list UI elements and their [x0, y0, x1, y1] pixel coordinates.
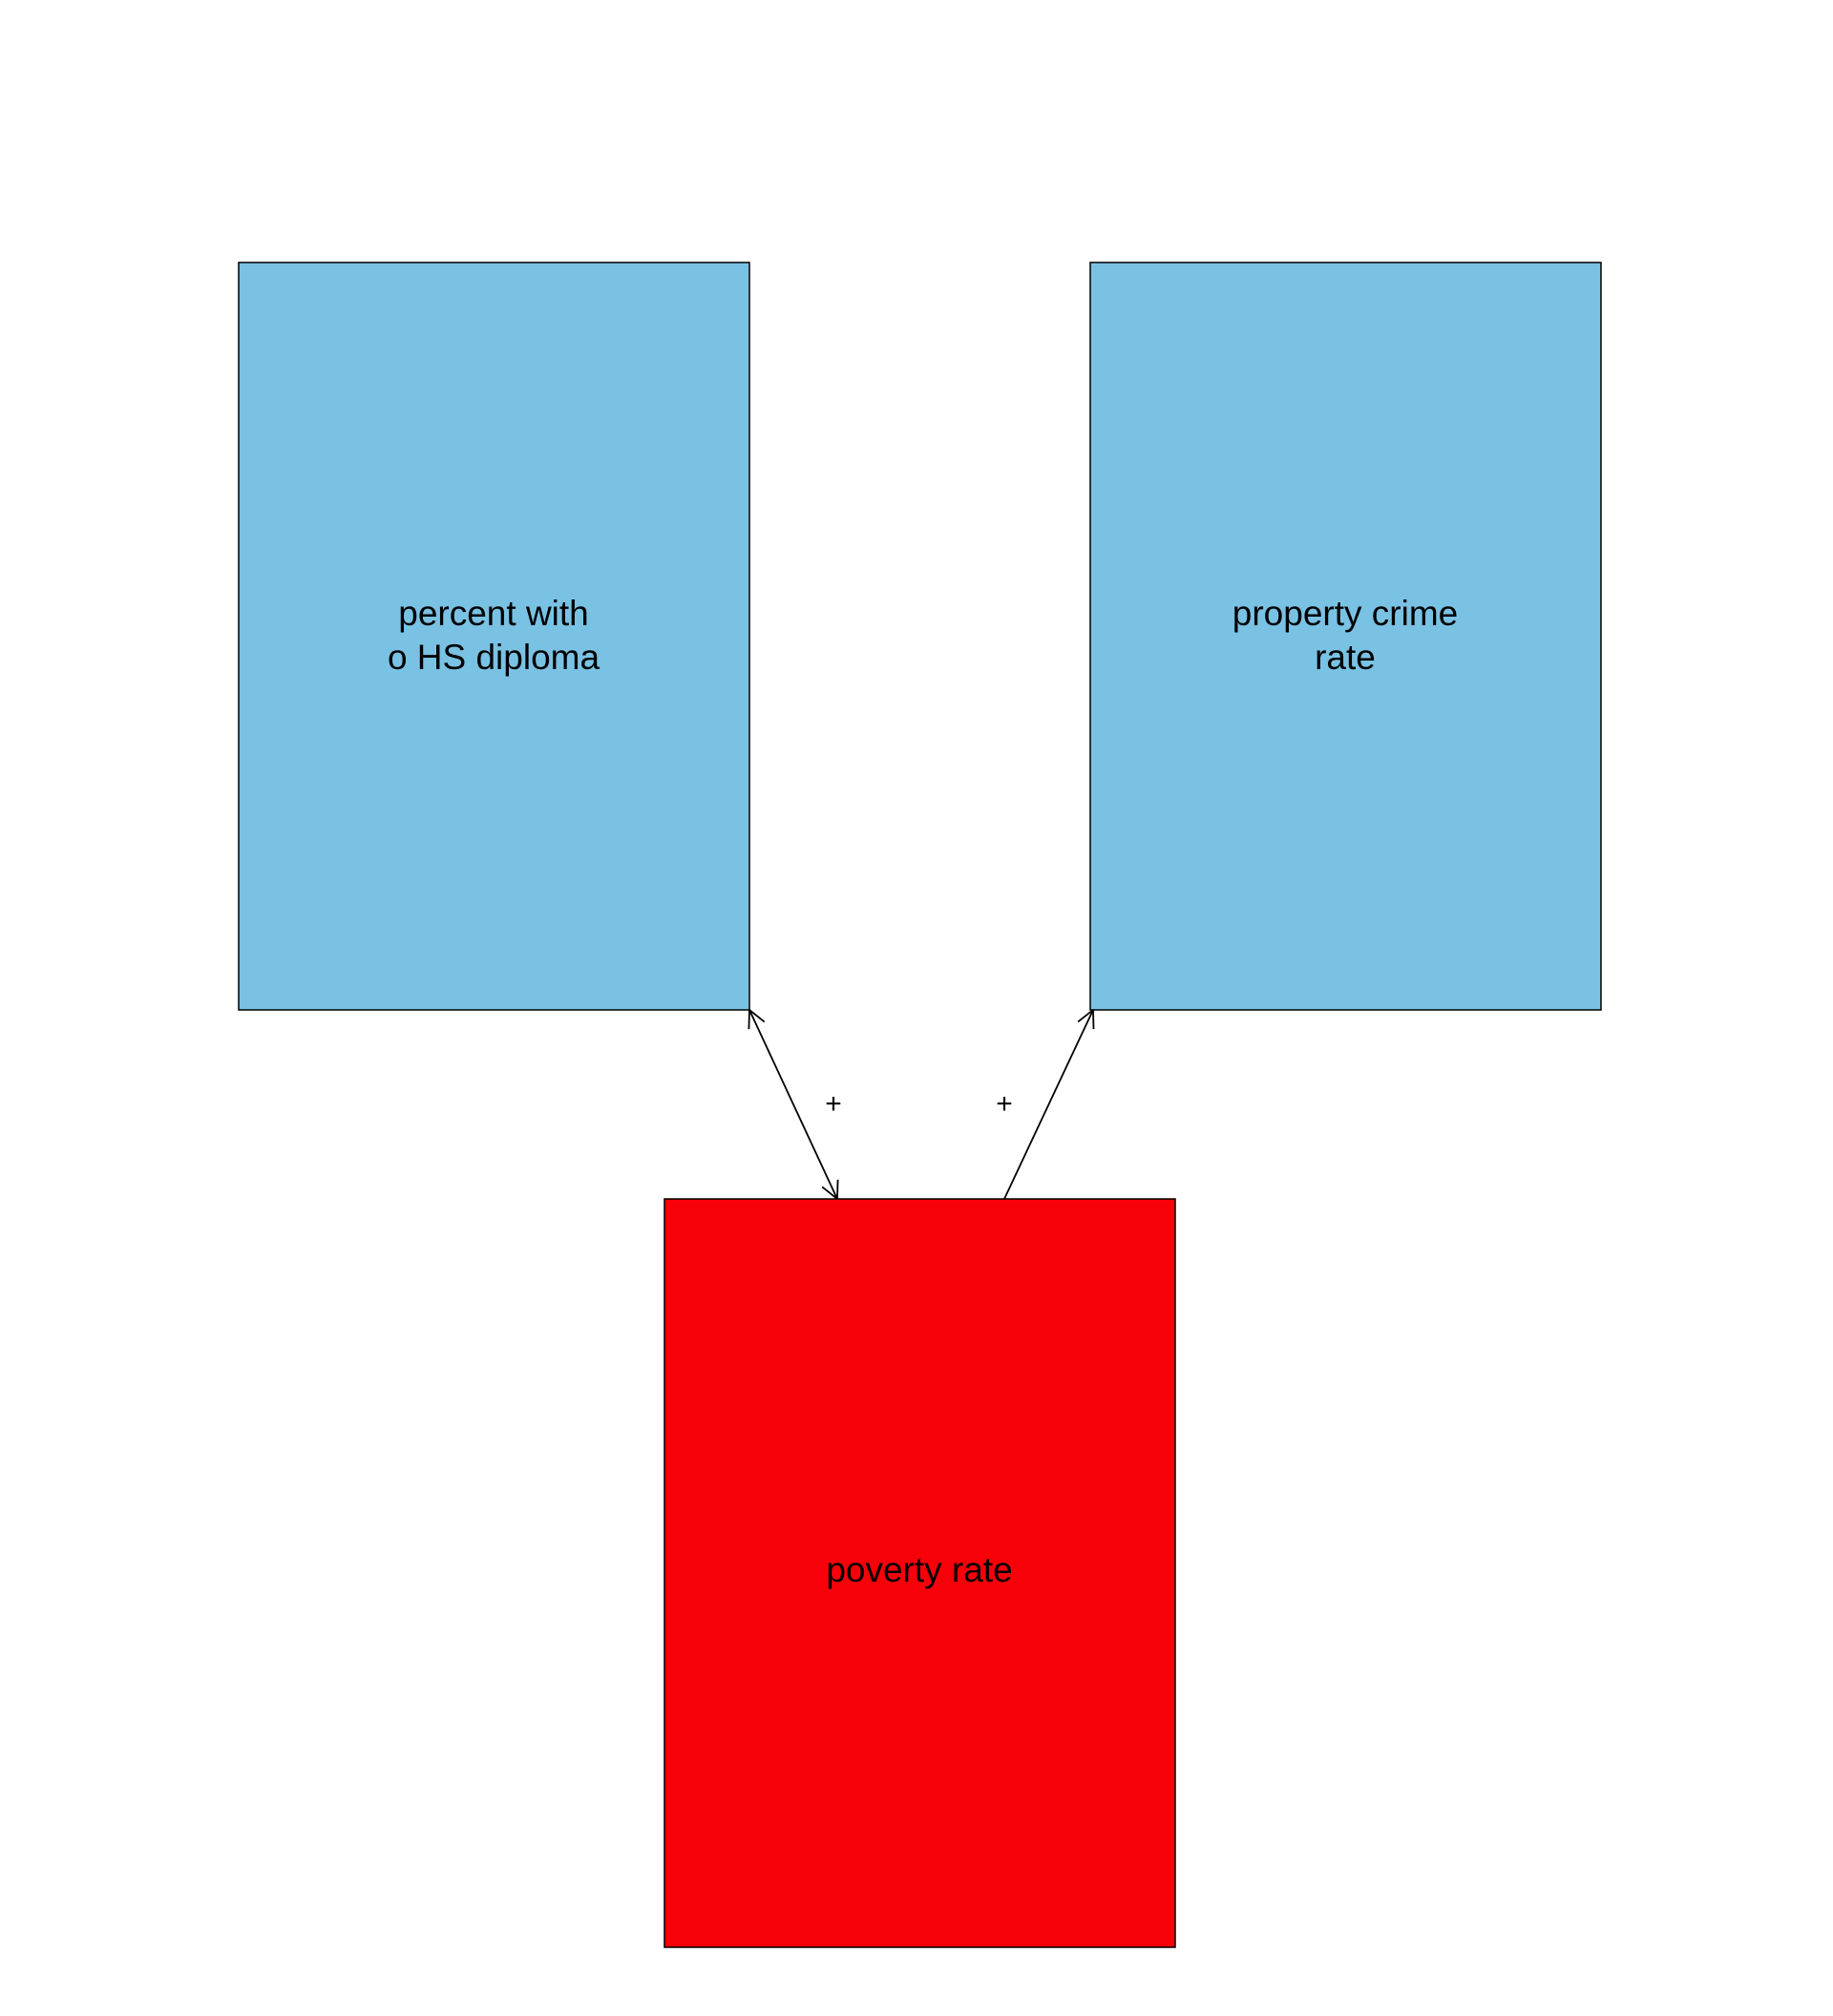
- edges: + +: [749, 1010, 1093, 1199]
- node-poverty-rate-box: [664, 1198, 1176, 1948]
- node-property-crime-label-line-1: property crime: [1233, 594, 1458, 633]
- edge-sign-property-crime: +: [996, 1088, 1013, 1120]
- node-property-crime: property crime rate: [1089, 262, 1602, 1011]
- edge-poverty-property-crime: [1003, 1010, 1093, 1200]
- node-hs-diploma-label-line-1: percent with: [398, 594, 589, 633]
- node-hs-diploma-box: [238, 262, 750, 1011]
- node-poverty-rate: poverty rate: [664, 1198, 1176, 1948]
- node-property-crime-label-line-2: rate: [1315, 638, 1376, 677]
- node-property-crime-box: [1089, 262, 1602, 1011]
- node-hs-diploma: percent with o HS diploma: [238, 262, 750, 1011]
- node-poverty-rate-label: poverty rate: [826, 1550, 1012, 1589]
- edge-sign-hs-diploma: +: [825, 1088, 842, 1120]
- edge-poverty-hs-diploma: [749, 1010, 837, 1199]
- node-hs-diploma-label-line-2: o HS diploma: [388, 638, 600, 677]
